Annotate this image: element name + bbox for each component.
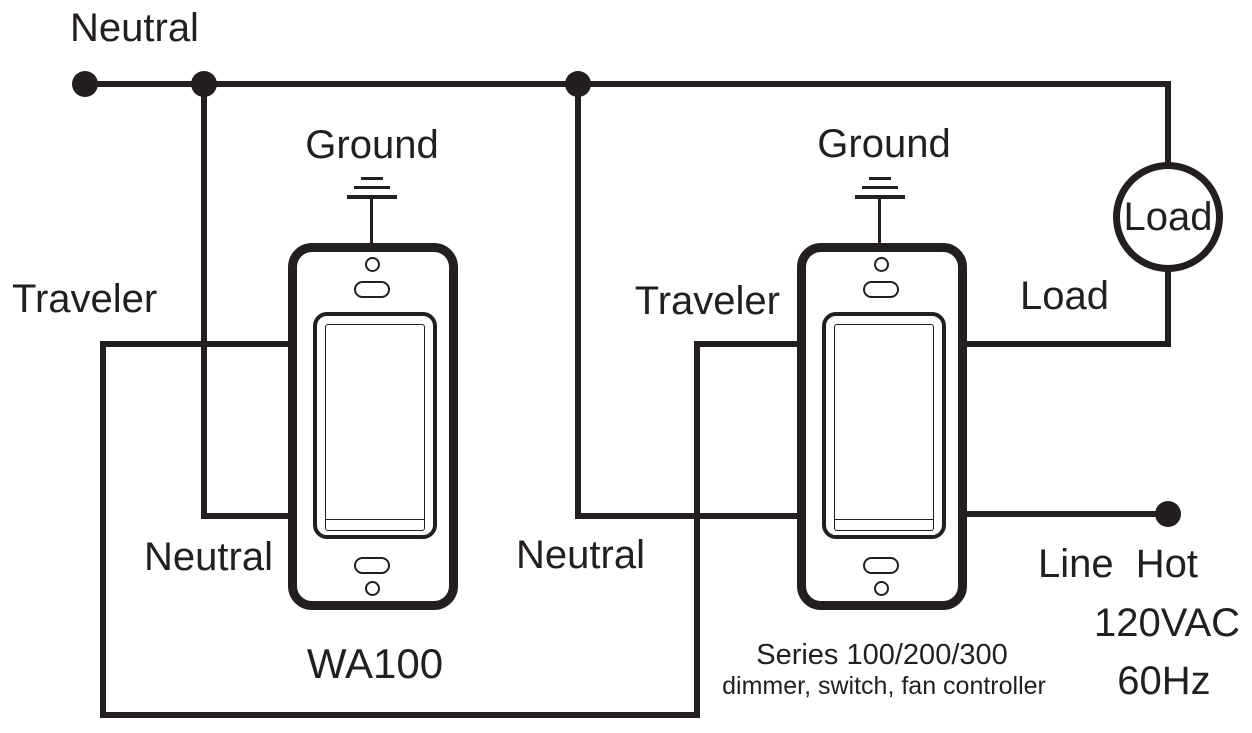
switch1-model-label: WA100 <box>306 640 444 687</box>
screw-hole-icon <box>874 581 889 596</box>
wire-neutral-feed-switch1 <box>201 513 291 519</box>
switch-plate-wa100 <box>288 243 458 610</box>
mounting-slot-icon <box>863 557 899 574</box>
mounting-slot-icon <box>354 557 390 574</box>
neutral-endpoint-dot <box>72 71 98 97</box>
wire-line-hot <box>963 511 1161 517</box>
wire-neutral-drop-left <box>201 81 207 519</box>
switch-plate-series <box>797 243 967 610</box>
ground-bar-small <box>869 177 891 180</box>
ground-right-label: Ground <box>817 122 951 166</box>
ground-bar-medium <box>862 186 898 189</box>
rocker-paddle <box>822 312 946 539</box>
wire-traveler-switch1 <box>100 341 291 347</box>
rocker-paddle-divider <box>326 518 424 520</box>
traveler-right-label: Traveler <box>634 279 780 323</box>
traveler-left-label: Traveler <box>12 277 158 321</box>
neutral-bus-label: Neutral <box>70 6 199 50</box>
mounting-slot-icon <box>354 281 390 298</box>
neutral-junction-dot-left <box>191 71 217 97</box>
wire-load-horizontal <box>963 341 1171 347</box>
mounting-slot-icon <box>863 281 899 298</box>
ground-symbol-left <box>347 177 397 244</box>
ground-left-label: Ground <box>305 123 439 167</box>
switch2-series-label: Series 100/200/300 <box>756 639 1008 671</box>
ground-symbol-right <box>855 177 905 244</box>
wire-load-bottom-drop <box>1165 270 1171 347</box>
screw-hole-icon <box>365 257 380 272</box>
wire-traveler-right-rise <box>694 341 700 718</box>
line-hot-endpoint-dot <box>1155 501 1181 527</box>
wire-neutral-bus <box>85 81 1171 87</box>
load-device-circle: Load <box>1113 162 1223 272</box>
ground-bar-medium <box>354 186 390 189</box>
neutral-junction-dot-right <box>565 71 591 97</box>
switch2-description-label: dimmer, switch, fan controller <box>722 672 1046 700</box>
ground-stem <box>878 195 881 244</box>
frequency-label: 60Hz <box>1117 659 1211 703</box>
wire-traveler-bottom-run <box>100 712 700 718</box>
line-hot-label: Line Hot <box>1037 542 1199 586</box>
load-device-label: Load <box>1123 194 1213 239</box>
load-wire-label: Load <box>1020 274 1109 318</box>
rocker-paddle <box>313 312 437 539</box>
wire-traveler-left-drop <box>100 341 106 718</box>
screw-hole-icon <box>874 257 889 272</box>
neutral-left-label: Neutral <box>144 535 273 579</box>
wire-traveler-switch2 <box>694 341 800 347</box>
screw-hole-icon <box>365 581 380 596</box>
wire-neutral-feed-switch2 <box>575 513 800 519</box>
rocker-paddle-divider <box>835 518 933 520</box>
rocker-paddle-inner <box>834 324 934 531</box>
wire-load-top-drop <box>1165 81 1171 165</box>
wire-neutral-drop-right <box>575 81 581 519</box>
ground-stem <box>370 195 373 244</box>
voltage-label: 120VAC <box>1093 601 1241 645</box>
neutral-right-label: Neutral <box>516 533 645 577</box>
ground-bar-small <box>361 177 383 180</box>
rocker-paddle-inner <box>325 324 425 531</box>
